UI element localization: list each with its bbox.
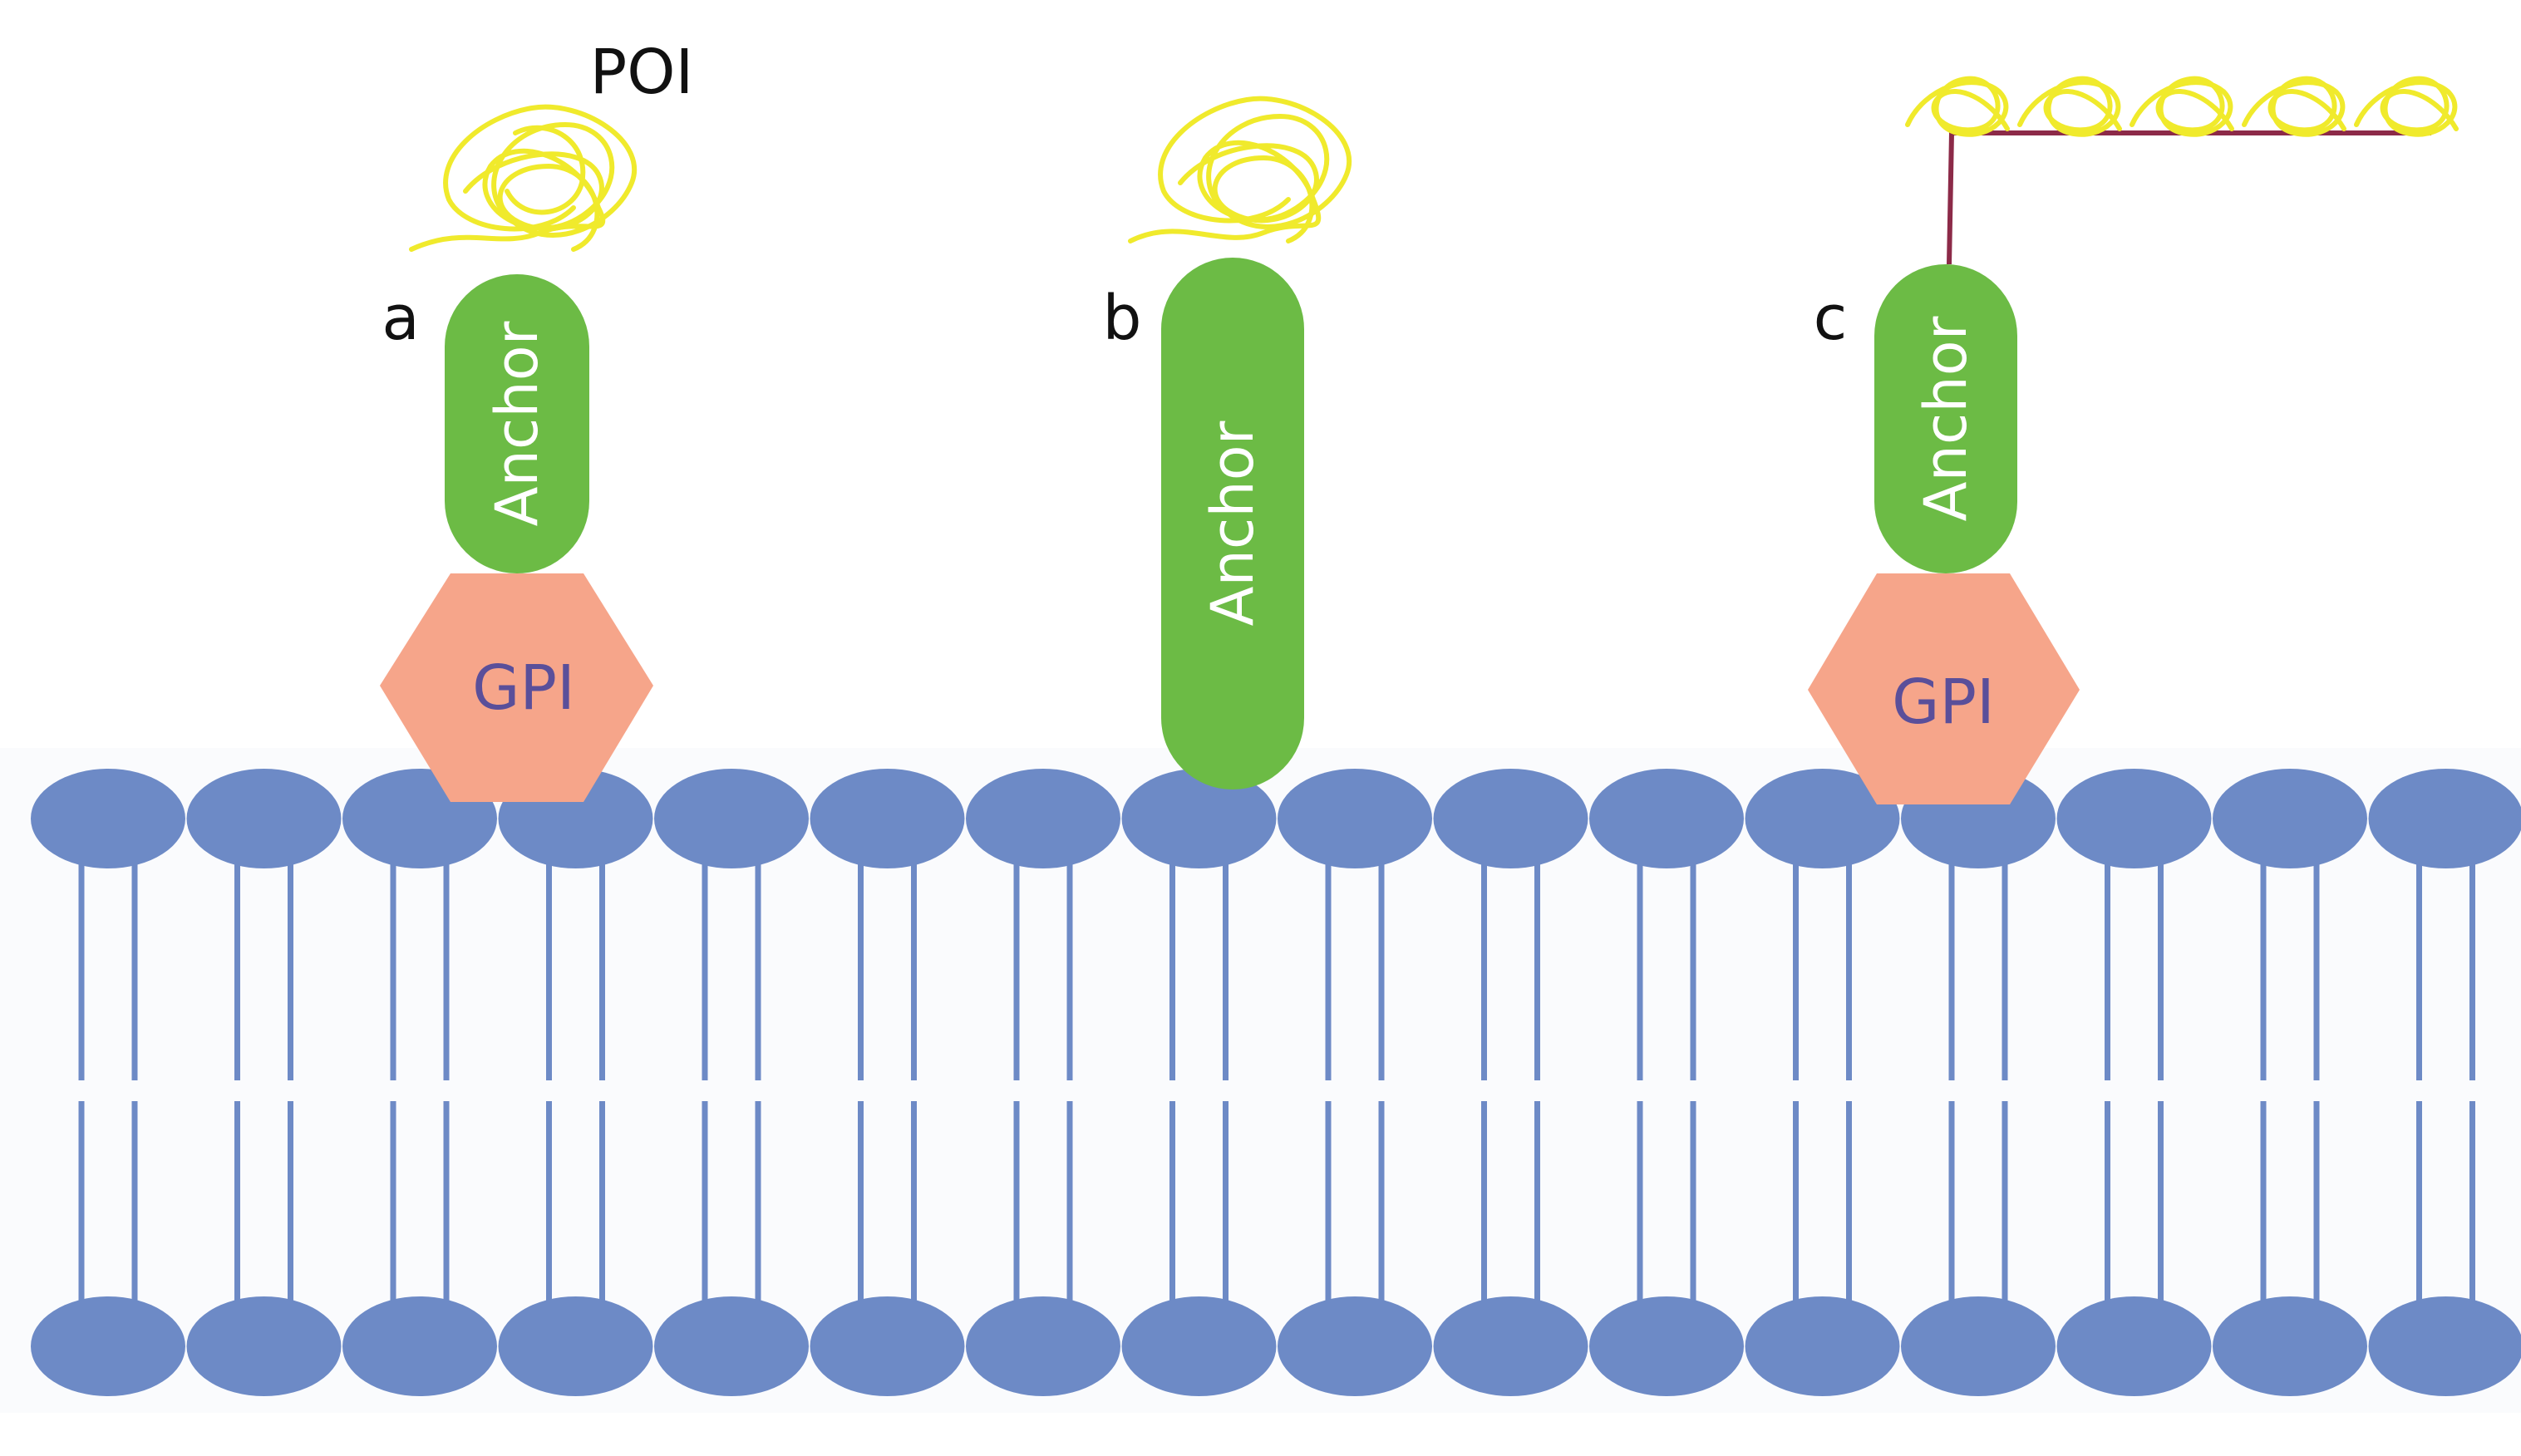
anchor-label-a: Anchor bbox=[483, 321, 551, 526]
lipid-head-bottom bbox=[966, 1296, 1120, 1396]
lipid-head-top bbox=[2368, 769, 2521, 868]
poi-on-linker bbox=[2130, 76, 2234, 137]
lipid-head-top bbox=[1589, 769, 1744, 868]
construct-a: POI GPI Anchor a bbox=[380, 37, 693, 802]
poi-on-linker bbox=[2354, 76, 2459, 137]
gpi-hexagon-c bbox=[1808, 573, 2080, 804]
lipid-head-top bbox=[2056, 769, 2212, 868]
lipid-head-bottom bbox=[1589, 1296, 1744, 1396]
anchor-label-b: Anchor bbox=[1199, 421, 1267, 626]
poi-chain bbox=[1905, 76, 2459, 137]
lipid-head-top bbox=[810, 769, 965, 868]
panel-label-a: a bbox=[382, 283, 419, 354]
lipid-head-bottom bbox=[1278, 1296, 1432, 1396]
bottom-leaflet-heads bbox=[31, 1296, 2521, 1396]
gpi-hexagon-a bbox=[380, 573, 653, 802]
anchor-a bbox=[445, 274, 589, 573]
construct-c: GPI Anchor c bbox=[1808, 76, 2459, 804]
lipid-tails bbox=[78, 852, 2475, 1313]
lipid-head-bottom bbox=[2213, 1296, 2367, 1396]
panel-label-b: b bbox=[1103, 283, 1142, 354]
lipid-head-top bbox=[31, 769, 185, 868]
poi-on-linker bbox=[2242, 76, 2346, 137]
lipid-head-bottom bbox=[31, 1296, 185, 1396]
gpi-label-a: GPI bbox=[472, 652, 575, 724]
anchor-b bbox=[1161, 258, 1304, 789]
poi-on-linker bbox=[1905, 76, 2010, 137]
poi-b bbox=[1128, 96, 1352, 243]
construct-b: Anchor b bbox=[1103, 96, 1352, 789]
lipid-head-bottom bbox=[1121, 1296, 1277, 1396]
anchor-c bbox=[1874, 264, 2017, 573]
linker-chain bbox=[1947, 130, 2431, 265]
lipid-head-top bbox=[186, 769, 342, 868]
lipid-head-bottom bbox=[654, 1296, 809, 1396]
lipid-head-bottom bbox=[1901, 1296, 2056, 1396]
lipid-head-top bbox=[1121, 769, 1277, 868]
lipid-head-bottom bbox=[810, 1296, 965, 1396]
poi-on-linker bbox=[2017, 76, 2122, 137]
lipid-head-top bbox=[1433, 769, 1588, 868]
poi-a bbox=[409, 104, 637, 252]
lipid-head-bottom bbox=[2368, 1296, 2521, 1396]
panel-label-c: c bbox=[1814, 283, 1848, 354]
gpi-label-c: GPI bbox=[1892, 667, 1995, 738]
lipid-head-top bbox=[2213, 769, 2367, 868]
lipid-head-bottom bbox=[1433, 1296, 1588, 1396]
anchor-label-c: Anchor bbox=[1912, 316, 1980, 521]
lipid-head-top bbox=[966, 769, 1120, 868]
lipid-head-bottom bbox=[1745, 1296, 1900, 1396]
lipid-head-top bbox=[1278, 769, 1432, 868]
lipid-head-top bbox=[1745, 769, 1900, 868]
lipid-head-bottom bbox=[186, 1296, 342, 1396]
poi-label: POI bbox=[590, 37, 694, 108]
lipid-head-top bbox=[654, 769, 809, 868]
lipid-head-bottom bbox=[2056, 1296, 2212, 1396]
lipid-head-bottom bbox=[498, 1296, 653, 1396]
lipid-head-bottom bbox=[342, 1296, 497, 1396]
